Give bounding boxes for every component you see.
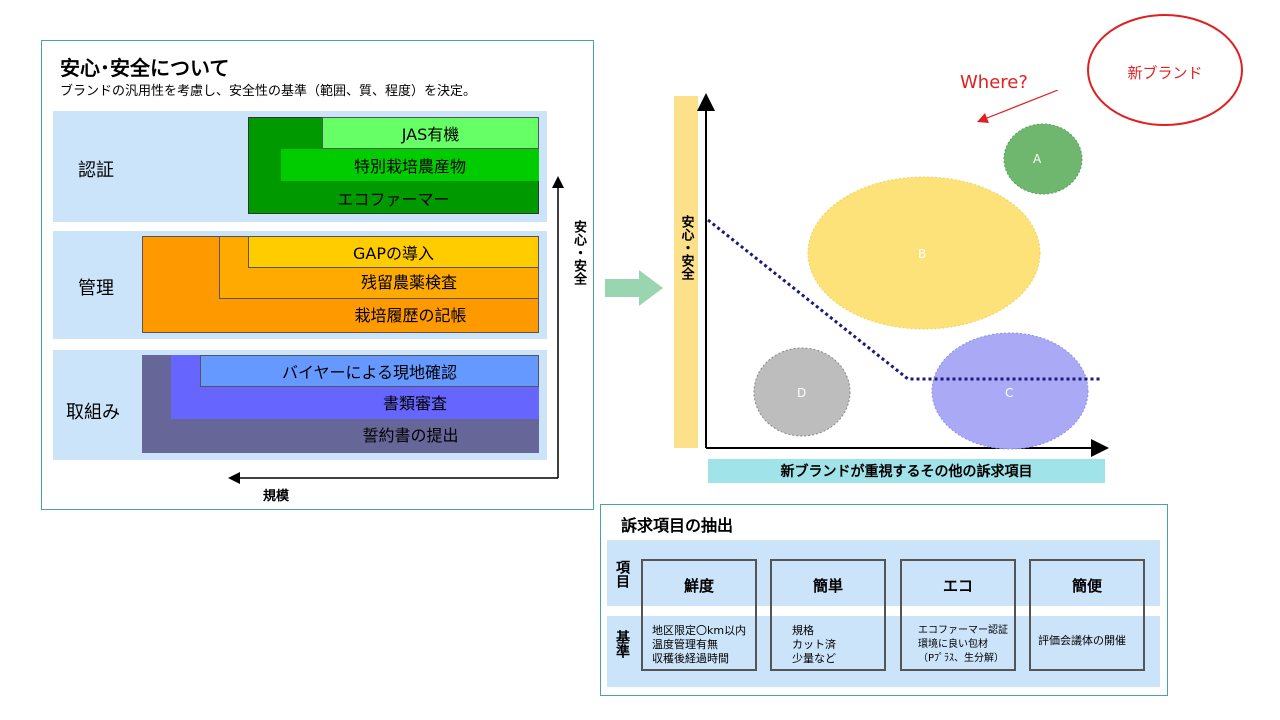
tier-label: JAS有機: [401, 125, 460, 144]
row-label-item: 項目: [612, 560, 632, 592]
column-header-convenient: 簡便: [1071, 577, 1102, 595]
criteria-eco: エコファーマー認証環境に良い包材 （Pﾌﾟﾗｽ、生分解）: [918, 624, 1008, 666]
column-header-freshness: 鮮度: [683, 577, 714, 595]
column-eco: [900, 559, 1016, 671]
row-label-criteria: 基準: [612, 630, 632, 662]
where-arrow: [976, 90, 1059, 124]
column-convenient: [1029, 559, 1145, 671]
tier-label: 特別栽培農産物: [353, 157, 466, 176]
column-header-eco: エコ: [942, 577, 973, 595]
tier-label: 栽培履歴の記帳: [354, 306, 467, 325]
axis-label-safety-vertical: 安心・安全: [570, 220, 586, 290]
scale-axes: [228, 176, 564, 484]
criteria-row-band: [607, 616, 1160, 687]
bubble-label-c: C: [1005, 386, 1014, 400]
tier-label: GAPの導入: [353, 244, 434, 263]
criteria-line: カット済: [792, 638, 836, 651]
axis-label-text: 安心・安全: [571, 220, 586, 285]
axis-label-scale: 規模: [263, 489, 290, 504]
trend-line: [707, 218, 1102, 381]
criteria-easy: 規格カット済少量など: [792, 624, 836, 666]
criteria-line: 温度管理有無: [652, 638, 718, 651]
tier-label: エコファーマー: [337, 190, 450, 209]
row-label-certification: 認証: [78, 160, 114, 181]
tier-label: 書類審査: [382, 394, 447, 413]
criteria-convenient: 評価会議体の開催: [1038, 634, 1126, 648]
tier-label: 残留農薬検査: [360, 273, 457, 292]
appeal-panel-title: 訴求項目の抽出: [621, 516, 734, 535]
bubble-d: [753, 347, 851, 437]
row-label-criteria-text: 基準: [614, 630, 630, 658]
tier-buyer-check: バイヤーによる現地確認: [200, 355, 539, 387]
y-axis-band: [674, 96, 698, 448]
new-brand-ellipse: [1087, 14, 1243, 126]
y-axis-label-text: 安心・安全: [678, 215, 694, 280]
tier-jas-organic: JAS有機: [322, 117, 539, 149]
bubble-c: [931, 332, 1089, 450]
tier-label: 誓約書の提出: [362, 426, 459, 445]
criteria-line: 規格: [792, 624, 814, 637]
criteria-line: 少量など: [792, 652, 836, 665]
criteria-line: 評価会議体の開催: [1038, 634, 1126, 647]
appeal-panel: [600, 504, 1168, 696]
row-label-management: 管理: [78, 278, 114, 299]
where-label: Where?: [960, 72, 1028, 93]
column-easy: [770, 559, 886, 671]
right-arrow-icon: [605, 270, 663, 306]
panel-subtitle: ブランドの汎用性を考慮し、安全性の基準（範囲、質、程度）を決定。: [60, 84, 477, 99]
bubble-b: [807, 176, 1041, 330]
panel-title: 安心･安全について: [60, 56, 230, 80]
row-label-item-text: 項目: [614, 560, 630, 588]
criteria-line: （Pﾌﾟﾗｽ、生分解）: [918, 653, 1005, 664]
safety-panel: [41, 40, 594, 510]
new-brand-label: 新ブランド: [1127, 64, 1203, 82]
item-row-band: [607, 540, 1160, 606]
tier-eco-farmer: エコファーマー: [248, 182, 539, 214]
tier-gap: GAPの導入: [248, 236, 539, 268]
column-header-easy: 簡単: [812, 577, 843, 595]
criteria-line: 収穫後経過時間: [652, 652, 729, 665]
criteria-line: 地区限定〇km以内: [652, 624, 747, 637]
bubble-label-a: A: [1033, 152, 1042, 166]
row-label-initiatives: 取組み: [66, 402, 120, 423]
x-axis-band: 新ブランドが重視するその他の訴求項目: [708, 459, 1105, 483]
tier-label: バイヤーによる現地確認: [281, 363, 458, 382]
positioning-map: [697, 90, 1109, 457]
criteria-freshness: 地区限定〇km以内温度管理有無収穫後経過時間: [652, 624, 746, 666]
criteria-line: 環境に良い包材: [918, 639, 988, 650]
bubble-a: [1003, 123, 1083, 195]
bubble-label-d: D: [797, 386, 807, 400]
x-axis-label: 新ブランドが重視するその他の訴求項目: [780, 464, 1033, 480]
column-freshness: [641, 559, 757, 671]
criteria-line: エコファーマー認証: [918, 625, 1008, 636]
y-axis-label: 安心・安全: [676, 215, 696, 284]
bubble-label-b: B: [918, 247, 927, 261]
tier-special-cultivation: 特別栽培農産物: [281, 149, 539, 181]
